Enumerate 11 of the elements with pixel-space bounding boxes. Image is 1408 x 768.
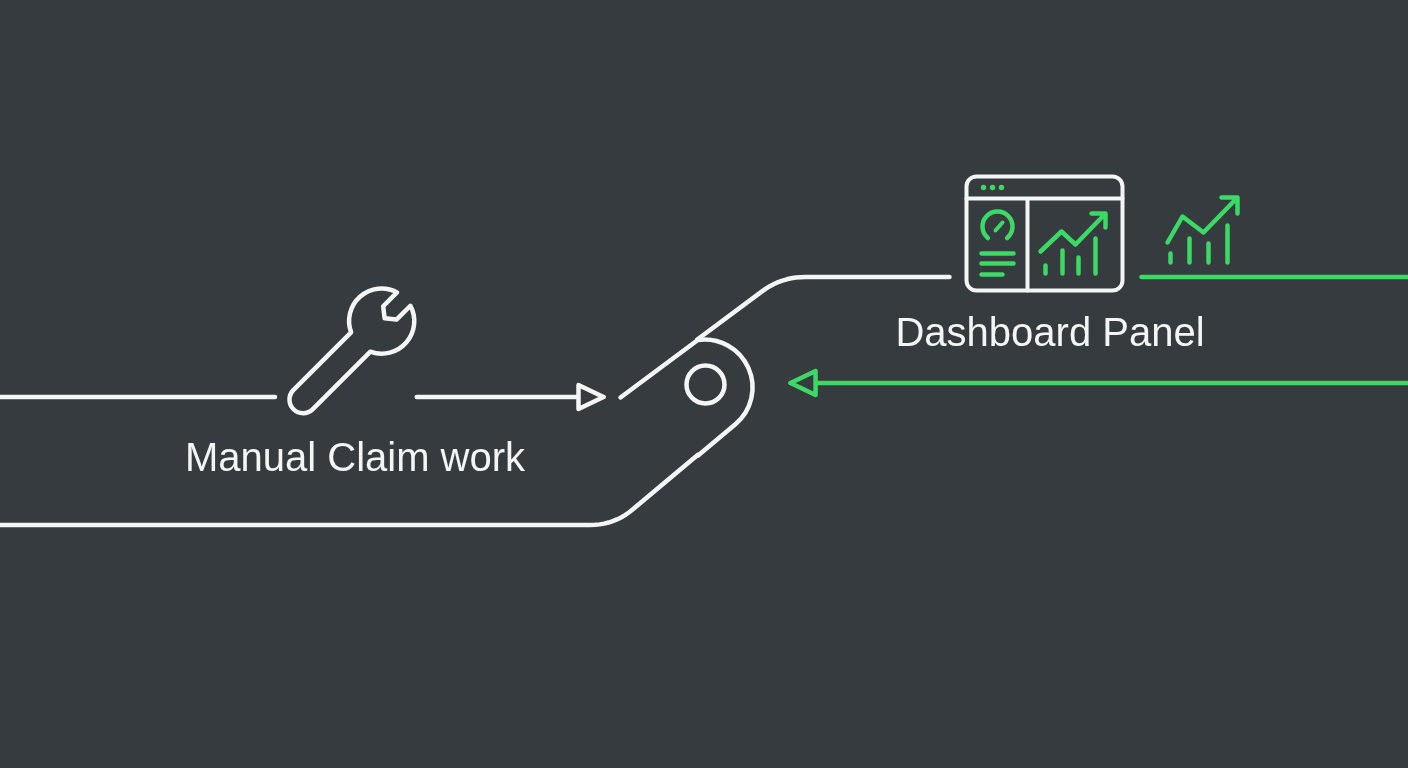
connector-line bbox=[0, 394, 278, 400]
node-caption: Manual Claim work bbox=[184, 434, 526, 480]
arrow bbox=[414, 382, 606, 412]
connector-line bbox=[1139, 274, 1408, 280]
wrench-icon bbox=[287, 286, 417, 416]
node-caption: Dashboard Panel bbox=[895, 309, 1205, 355]
arrow bbox=[788, 368, 1408, 398]
connector-line bbox=[0, 452, 700, 528]
dashboard-window-icon bbox=[963, 173, 1125, 293]
pivot-link-drawing bbox=[617, 336, 755, 458]
connector-line bbox=[695, 274, 952, 342]
